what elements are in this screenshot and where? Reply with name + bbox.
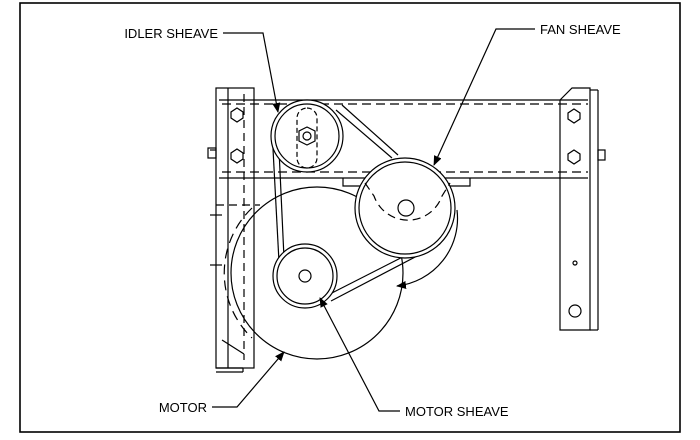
motor-leader bbox=[212, 351, 285, 408]
fan-sheave-leader bbox=[433, 28, 535, 166]
fan-sheave bbox=[354, 157, 456, 259]
motor-sheave-leader bbox=[319, 297, 400, 412]
motor-sheave bbox=[272, 243, 338, 309]
motor-label: MOTOR bbox=[159, 400, 207, 415]
idler-sheave-leader bbox=[223, 32, 281, 113]
rotation-arrow bbox=[396, 209, 459, 289]
motor bbox=[223, 186, 404, 360]
right-mounting-bracket bbox=[559, 87, 606, 331]
idler-sheave-label: IDLER SHEAVE bbox=[124, 26, 218, 41]
diagram-border bbox=[19, 2, 681, 433]
motor-sheave-label: MOTOR SHEAVE bbox=[405, 404, 509, 419]
idler-sheave bbox=[270, 99, 344, 173]
fan-sheave-label: FAN SHEAVE bbox=[540, 22, 621, 37]
